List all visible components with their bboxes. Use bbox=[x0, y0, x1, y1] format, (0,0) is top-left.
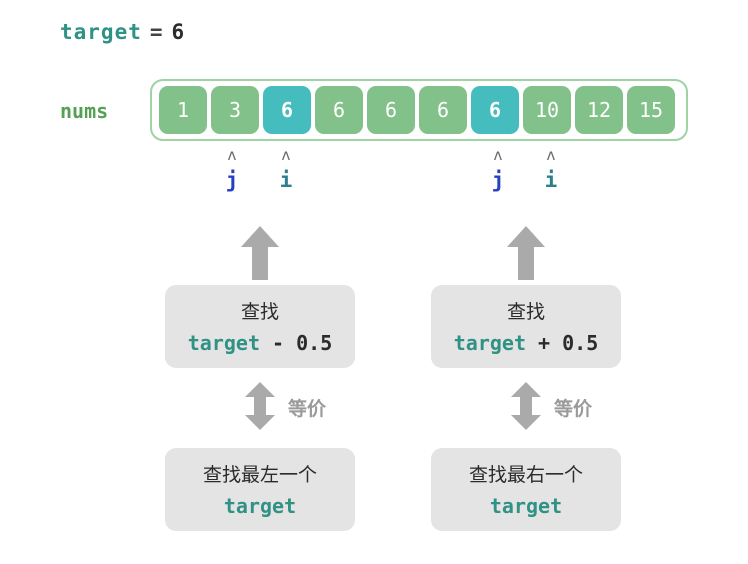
array-cell: 6 bbox=[471, 86, 519, 134]
target-declaration: target = 6 bbox=[60, 20, 185, 44]
right-lower-line2: target bbox=[490, 494, 562, 518]
left-upper-keyword: target bbox=[187, 330, 260, 355]
equivalence-label-left: 等价 bbox=[288, 398, 327, 420]
array-label: nums bbox=[60, 99, 109, 123]
array-cell: 15 bbox=[627, 86, 675, 134]
pointer-j-right: ʌ j bbox=[481, 146, 515, 192]
pointer-label: j bbox=[491, 168, 505, 192]
caret-icon: ʌ bbox=[227, 146, 237, 164]
right-lower-keyword: target bbox=[489, 493, 563, 518]
left-lower-box: 查找最左一个 target bbox=[165, 448, 355, 531]
target-value: 6 bbox=[171, 20, 186, 44]
pointer-label: j bbox=[225, 168, 239, 192]
arrow-up-icon-left bbox=[241, 226, 279, 280]
caret-icon: ʌ bbox=[546, 146, 556, 164]
pointer-label: i bbox=[544, 168, 558, 192]
arrow-up-icon-right bbox=[507, 226, 545, 280]
pointer-j-left: ʌ j bbox=[215, 146, 249, 192]
target-keyword: target bbox=[60, 20, 142, 44]
right-upper-line2: target + 0.5 bbox=[454, 331, 599, 355]
arrow-bidirectional-icon-right bbox=[511, 382, 541, 430]
equivalence-label-right: 等价 bbox=[554, 398, 593, 420]
right-upper-box: 查找 target + 0.5 bbox=[431, 285, 621, 368]
left-lower-keyword: target bbox=[223, 493, 297, 518]
equals-sign: = bbox=[149, 20, 164, 44]
left-upper-line1: 查找 bbox=[240, 300, 279, 323]
right-lower-box: 查找最右一个 target bbox=[431, 448, 621, 531]
array-cell: 6 bbox=[263, 86, 311, 134]
left-lower-line1: 查找最左一个 bbox=[202, 463, 317, 486]
right-upper-keyword: target bbox=[453, 330, 526, 355]
right-lower-line1: 查找最右一个 bbox=[468, 463, 583, 486]
array-cell: 1 bbox=[159, 86, 207, 134]
left-lower-line2: target bbox=[224, 494, 296, 518]
left-upper-box: 查找 target - 0.5 bbox=[165, 285, 355, 368]
array-cell: 6 bbox=[419, 86, 467, 134]
array-cell: 10 bbox=[523, 86, 571, 134]
array-cell: 12 bbox=[575, 86, 623, 134]
pointer-i-right: ʌ i bbox=[534, 146, 568, 192]
array-cell: 3 bbox=[211, 86, 259, 134]
left-upper-line2: target - 0.5 bbox=[188, 331, 333, 355]
array-cell: 6 bbox=[315, 86, 363, 134]
arrow-bidirectional-icon-left bbox=[245, 382, 275, 430]
left-upper-operator: - 0.5 bbox=[272, 330, 333, 355]
array-cell: 6 bbox=[367, 86, 415, 134]
caret-icon: ʌ bbox=[493, 146, 503, 164]
caret-icon: ʌ bbox=[281, 146, 291, 164]
right-upper-operator: + 0.5 bbox=[538, 330, 599, 355]
pointer-i-left: ʌ i bbox=[269, 146, 303, 192]
pointer-label: i bbox=[279, 168, 293, 192]
right-upper-line1: 查找 bbox=[506, 300, 545, 323]
